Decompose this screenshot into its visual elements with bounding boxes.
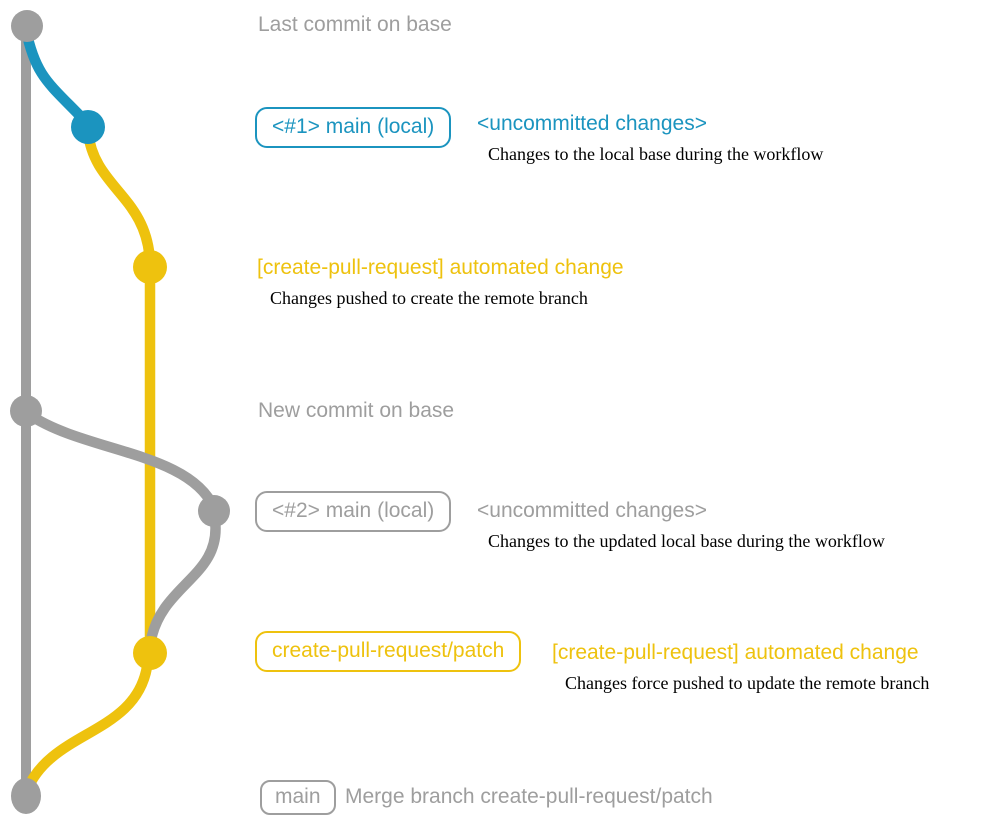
branch-label-main-local-1: <#1> main (local) bbox=[255, 107, 452, 148]
commit-message-automated-change-2: [create-pull-request] automated change bbox=[552, 641, 919, 664]
caption-last-commit-on-base: Last commit on base bbox=[258, 13, 452, 36]
branch-label-create-pull-request-patch: create-pull-request/patch bbox=[255, 631, 522, 672]
commit-node-automated-change-1 bbox=[133, 250, 167, 284]
desc-changes-force-pushed: Changes force pushed to update the remot… bbox=[565, 673, 930, 693]
commit-node-uncommitted-1 bbox=[71, 110, 105, 144]
edge-remote-branch-line bbox=[82, 126, 156, 660]
commit-node-automated-change-2 bbox=[133, 636, 167, 670]
edge-merge-to-base bbox=[21, 661, 153, 796]
edge-rebase-in bbox=[145, 514, 221, 646]
edge-rebase-out bbox=[24, 409, 220, 514]
desc-changes-pushed-create: Changes pushed to create the remote bran… bbox=[270, 288, 588, 308]
note-uncommitted-changes-1: <uncommitted changes> bbox=[477, 112, 707, 135]
note-uncommitted-changes-2: <uncommitted changes> bbox=[477, 499, 707, 522]
desc-updated-local-base-changes: Changes to the updated local base during… bbox=[488, 531, 885, 551]
edge-local-uncommitted-1 bbox=[20, 24, 92, 128]
commit-message-automated-change-1: [create-pull-request] automated change bbox=[257, 256, 624, 279]
commit-node-uncommitted-2 bbox=[198, 495, 230, 527]
commit-node-last-base bbox=[11, 10, 43, 42]
commit-message-merge-branch: Merge branch create-pull-request/patch bbox=[345, 785, 713, 808]
desc-local-base-changes: Changes to the local base during the wor… bbox=[488, 144, 824, 164]
commit-node-merge bbox=[11, 778, 41, 814]
branch-label-main: main bbox=[260, 780, 336, 815]
caption-new-commit-on-base: New commit on base bbox=[258, 399, 455, 422]
commit-node-new-base bbox=[10, 395, 42, 427]
branch-label-main-local-2: <#2> main (local) bbox=[255, 491, 452, 532]
commit-graph bbox=[10, 10, 230, 814]
